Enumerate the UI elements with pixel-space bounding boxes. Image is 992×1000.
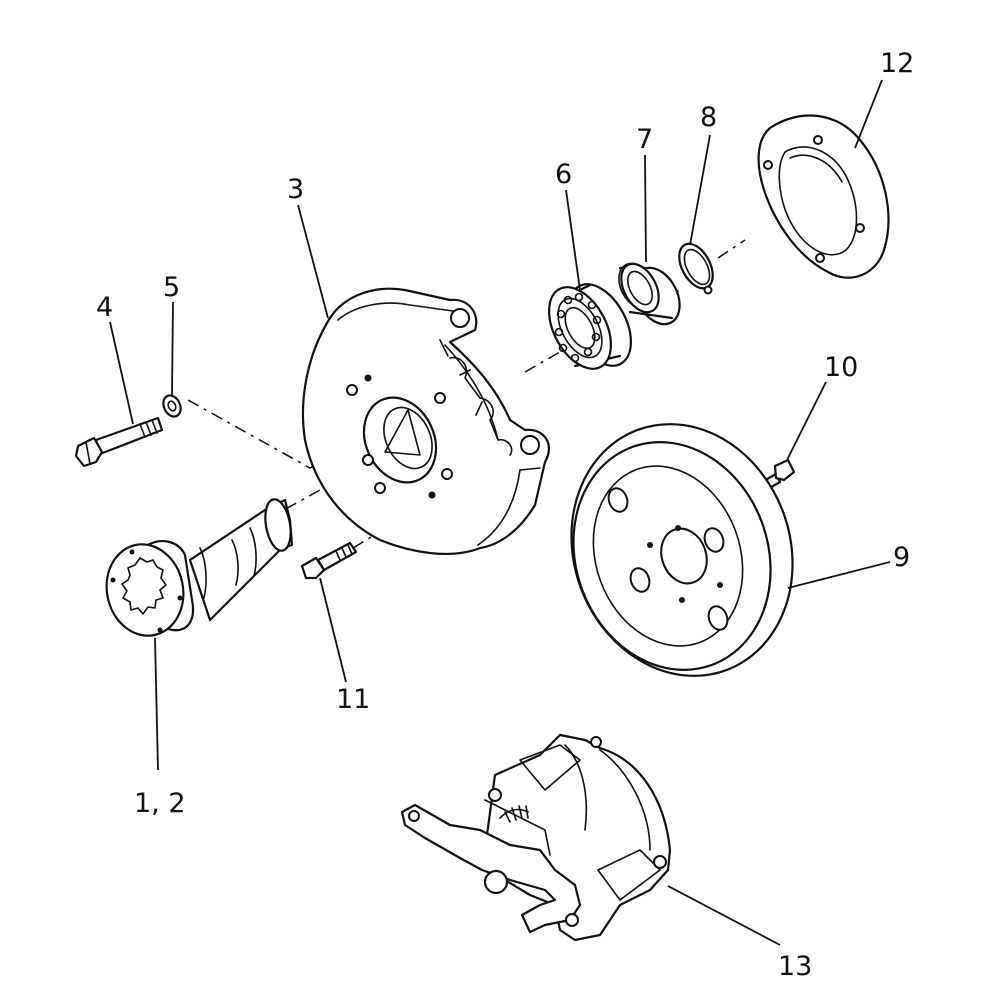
callout-10: 10 [824, 352, 858, 383]
part-5-washer [162, 394, 182, 418]
part-9-brake-disc [570, 423, 794, 677]
callout-9: 9 [893, 542, 910, 573]
leader-lines [109, 79, 891, 946]
callout-3: 3 [287, 174, 304, 205]
callout-11: 11 [336, 684, 370, 715]
callout-8: 8 [700, 102, 717, 133]
part-1-2-flanged-shaft [105, 498, 294, 637]
part-13-brake-caliper [400, 733, 672, 942]
callout-4: 4 [96, 292, 113, 323]
part-6-ball-bearing [548, 283, 632, 370]
part-3-backing-plate [301, 287, 551, 556]
callout-7: 7 [636, 124, 653, 155]
callout-1-2: 1, 2 [134, 788, 186, 819]
callout-labels: 12 7 8 6 3 5 4 10 9 11 1, 2 13 [96, 48, 914, 982]
part-4-bolt [74, 416, 164, 468]
callout-6: 6 [555, 159, 572, 190]
part-12-cover-ring [757, 114, 890, 279]
part-7-sleeve-ring [618, 262, 681, 326]
callout-5: 5 [163, 272, 180, 303]
callout-12: 12 [880, 48, 914, 79]
part-11-bolt [300, 541, 358, 580]
callout-13: 13 [778, 951, 812, 982]
part-8-circlip [678, 242, 714, 295]
